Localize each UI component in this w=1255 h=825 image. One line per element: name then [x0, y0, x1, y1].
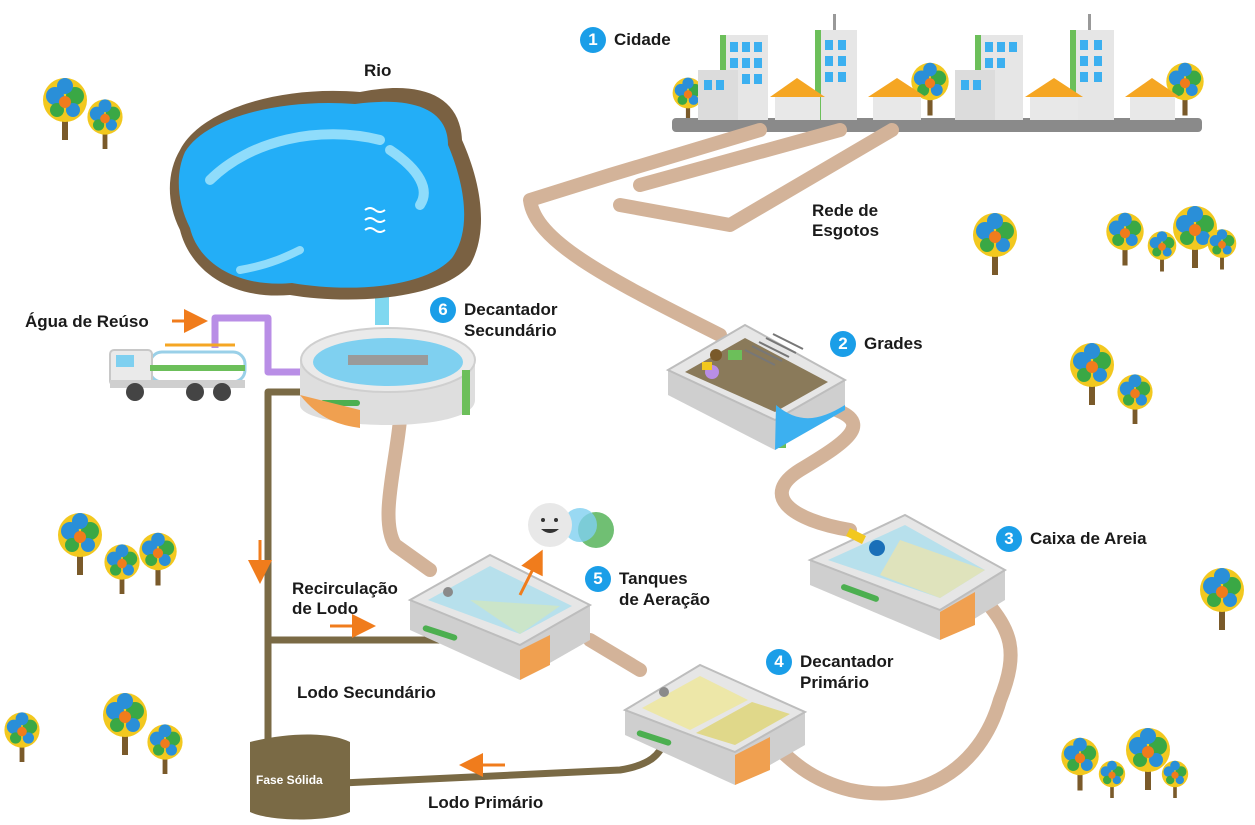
step-5: 5 Tanques de Aeração	[585, 566, 710, 610]
tree-icon	[103, 693, 147, 755]
sludge-recirculation-label-line1: Recirculação	[292, 579, 398, 598]
step-badge: 6	[430, 297, 456, 323]
reuse-water-label: Água de Reúso	[25, 312, 149, 331]
step-2: 2 Grades	[830, 331, 923, 357]
step-4: 4 Decantador Primário	[766, 649, 894, 693]
step-1: 1 Cidade	[580, 27, 671, 53]
tree-icon	[973, 213, 1017, 275]
step-label: Caixa de Areia	[1030, 529, 1147, 548]
tree-icon	[58, 513, 102, 575]
primary-sludge-label: Lodo Primário	[428, 793, 544, 812]
tree-icon	[139, 532, 177, 586]
aeration-tank-illustration	[407, 503, 614, 680]
step-badge: 3	[996, 526, 1022, 552]
step-label: Cidade	[614, 30, 671, 49]
tree-icon	[87, 99, 123, 149]
reuse-pipe	[211, 314, 300, 376]
step-badge: 4	[766, 649, 792, 675]
river-label: Rio	[364, 61, 392, 80]
solid-phase-label: Fase Sólida	[256, 773, 323, 787]
solid-phase-tank-illustration	[250, 734, 350, 820]
secondary-clarifier-illustration	[300, 327, 476, 428]
sewer-network	[381, 123, 1018, 801]
tree-icon	[1207, 229, 1237, 270]
tree-icon	[147, 724, 183, 774]
sewer-network-label-line1: Rede de	[812, 201, 879, 220]
step-6: 6 Decantador Secundário	[430, 297, 558, 341]
flow-arrows	[172, 309, 505, 777]
sewer-network-label-line2: Esgotos	[812, 221, 880, 240]
tree-icon	[4, 712, 40, 762]
step-label: Grades	[864, 334, 923, 353]
tree-icon	[1161, 760, 1189, 798]
step-badge: 2	[830, 331, 856, 357]
tree-icon	[1061, 737, 1099, 791]
tree-icon	[1200, 568, 1244, 630]
step-badge: 5	[585, 566, 611, 592]
tree-icon	[1098, 760, 1126, 798]
tree-icon	[1070, 343, 1114, 405]
tree-icon	[1106, 212, 1144, 266]
sludge-recirculation-label-line2: de Lodo	[292, 599, 359, 618]
step-label: Decantador Secundário	[464, 300, 558, 340]
river-illustration	[169, 88, 482, 300]
tree-icon	[1117, 374, 1153, 424]
screens-illustration	[665, 323, 848, 450]
tree-icon	[43, 78, 87, 140]
secondary-sludge-label: Lodo Secundário	[297, 683, 436, 702]
step-label: Decantador Primário	[800, 652, 894, 692]
primary-clarifier-illustration	[622, 663, 808, 785]
tree-icon	[1126, 728, 1170, 790]
grit-chamber-illustration	[807, 513, 1007, 640]
step-3: 3 Caixa de Areia	[996, 526, 1147, 552]
tanker-truck-illustration	[109, 343, 247, 401]
city-illustration	[672, 14, 1202, 132]
step-label: Tanques de Aeração	[619, 569, 711, 609]
step-badge: 1	[580, 27, 606, 53]
tree-icon	[104, 544, 140, 594]
tree-icon	[1147, 231, 1177, 272]
